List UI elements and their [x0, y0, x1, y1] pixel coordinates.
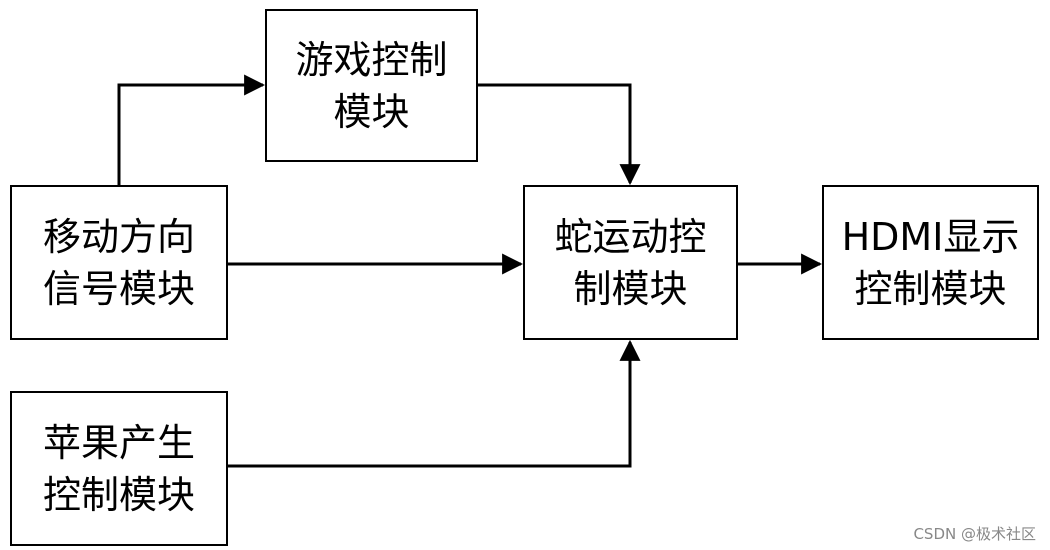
hdmi-display-control-module-box: HDMI显示 控制模块	[822, 185, 1039, 340]
hdmi-label-line2: 控制模块	[854, 266, 1007, 311]
arrow-apple-to-snake	[228, 339, 641, 468]
apple-gen-label-line1: 苹果产生	[42, 420, 195, 465]
arrow-game-to-snake	[478, 83, 641, 186]
arrow-move-to-game	[117, 74, 266, 185]
apple-generation-control-module-box: 苹果产生 控制模块	[10, 391, 228, 546]
snake-motion-control-module-box: 蛇运动控 制模块	[523, 185, 738, 340]
hdmi-label-line1: HDMI显示	[841, 214, 1020, 259]
game-control-label-line1: 游戏控制	[295, 37, 448, 82]
move-signal-label-line2: 信号模块	[42, 266, 195, 311]
snake-motion-label-line1: 蛇运动控	[554, 214, 707, 259]
game-control-module-box: 游戏控制 模块	[265, 9, 478, 162]
watermark-text: CSDN @极术社区	[913, 525, 1036, 543]
move-direction-signal-module-box: 移动方向 信号模块	[10, 185, 228, 340]
move-signal-label-line1: 移动方向	[42, 214, 195, 259]
game-control-label-line2: 模块	[333, 89, 410, 134]
snake-motion-label-line2: 制模块	[573, 266, 688, 311]
apple-gen-label-line2: 控制模块	[42, 472, 195, 517]
